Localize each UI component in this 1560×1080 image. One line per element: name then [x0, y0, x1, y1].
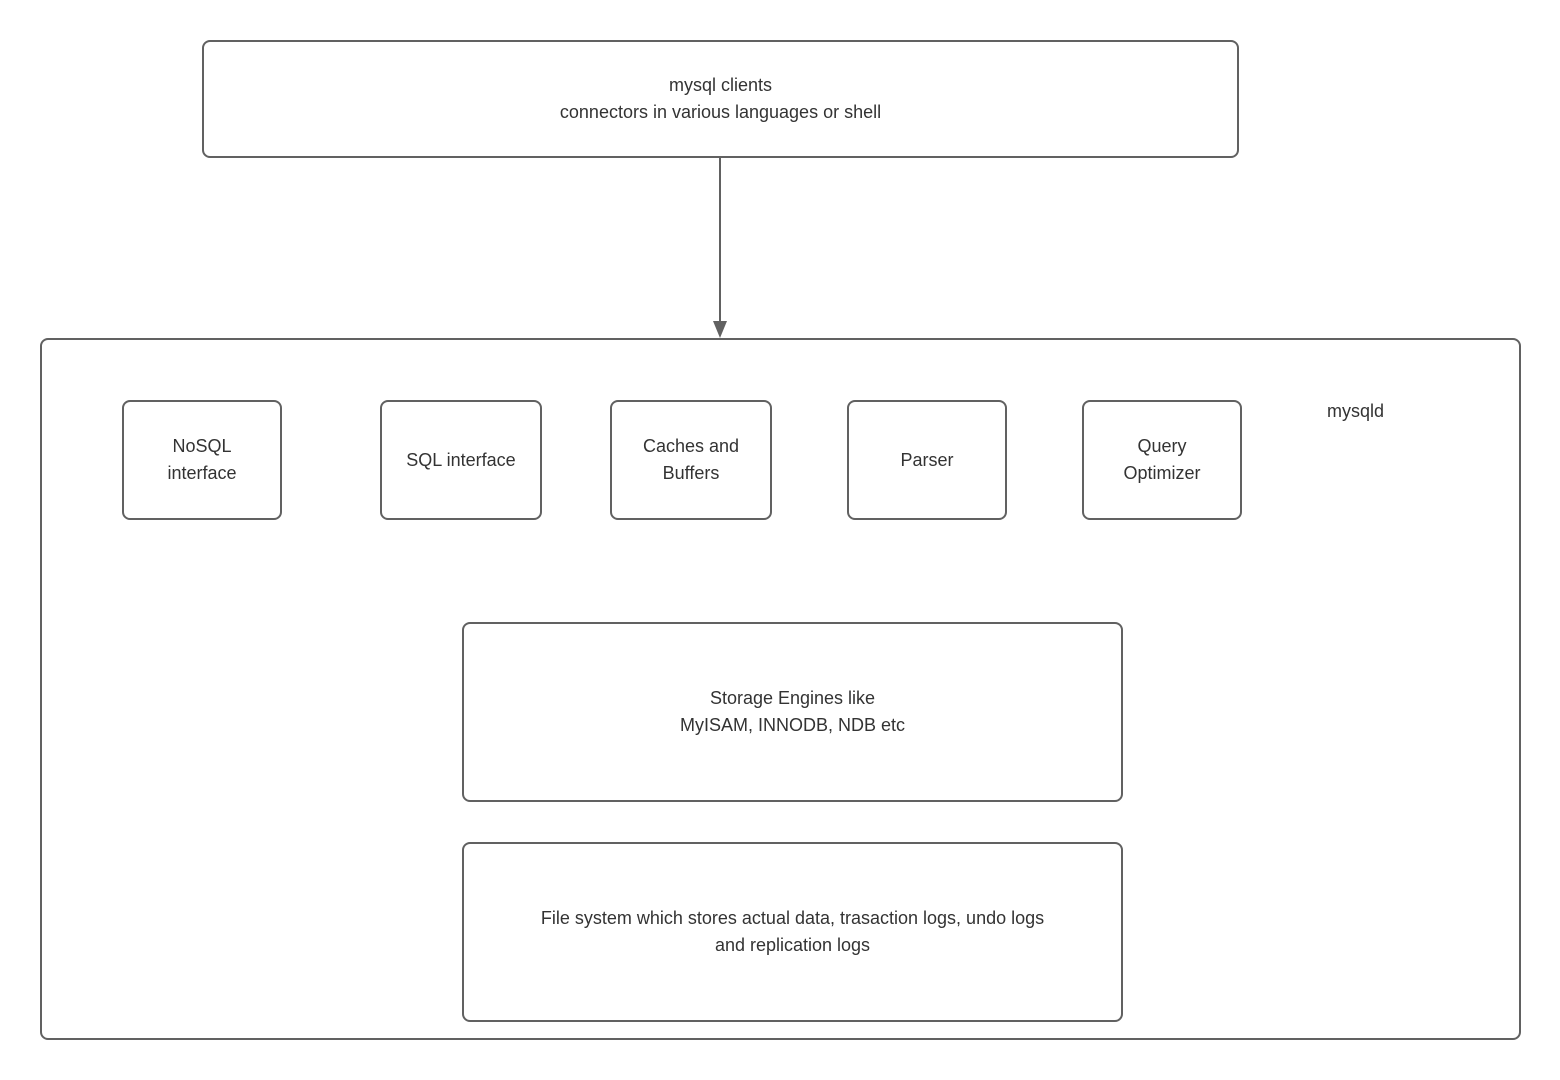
file-system-label: File system which stores actual data, tr… — [540, 908, 1045, 955]
caches-and-buffers-box: Caches and Buffers — [610, 400, 772, 520]
parser-box: Parser — [847, 400, 1007, 520]
mysql-clients-box: mysql clients connectors in various lang… — [202, 40, 1239, 158]
storage-engines-label: Storage Engines like MyISAM, INNODB, NDB… — [679, 688, 906, 735]
nosql-interface-label: NoSQL interface — [167, 436, 237, 483]
storage-engines-box: Storage Engines like MyISAM, INNODB, NDB… — [462, 622, 1123, 802]
query-optimizer-label: Query Optimizer — [1123, 436, 1201, 483]
sql-interface-box: SQL interface — [380, 400, 542, 520]
clients-to-mysqld-arrow — [713, 157, 727, 338]
parser-label: Parser — [900, 449, 954, 470]
caches-and-buffers-label: Caches and Buffers — [642, 436, 740, 483]
mysqld-container-box: mysqld NoSQL interface SQL interface Cac… — [40, 338, 1521, 1040]
sql-interface-label: SQL interface — [406, 449, 516, 470]
nosql-interface-box: NoSQL interface — [122, 400, 282, 520]
file-system-box: File system which stores actual data, tr… — [462, 842, 1123, 1022]
mysql-clients-label: mysql clients connectors in various lang… — [559, 75, 882, 122]
mysqld-label: mysqld — [1327, 401, 1385, 421]
query-optimizer-box: Query Optimizer — [1082, 400, 1242, 520]
